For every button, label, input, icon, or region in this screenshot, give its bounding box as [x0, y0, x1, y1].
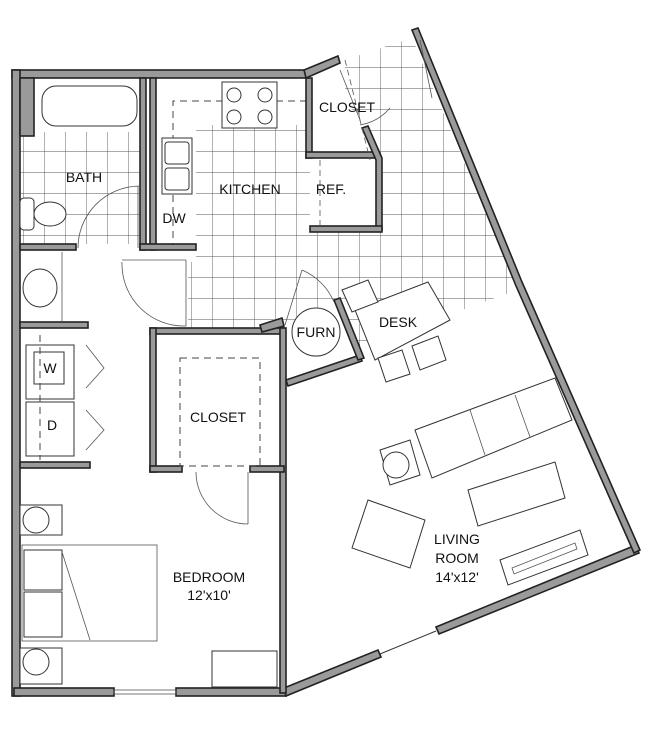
kitchen-door	[121, 259, 187, 327]
bathtub	[41, 85, 138, 127]
label-living-size: 14'x12'	[435, 569, 479, 585]
interior-walls	[19, 77, 383, 694]
kitchen-tile-floor	[188, 38, 518, 360]
exterior-walls	[11, 27, 642, 698]
label-living-room: ROOM	[435, 550, 479, 566]
bedroom-window	[113, 689, 177, 695]
dryer	[25, 401, 75, 457]
label-kitchen: KITCHEN	[219, 181, 280, 197]
sofa	[414, 377, 573, 479]
label-dw: DW	[162, 210, 186, 226]
label-desk: DESK	[379, 314, 418, 330]
closet-shelf	[179, 357, 261, 467]
label-bedroom: BEDROOM	[173, 569, 245, 585]
living-window	[379, 630, 437, 655]
desk-chair	[341, 279, 379, 313]
furnace-door	[284, 269, 335, 326]
label-living: LIVING	[434, 531, 480, 547]
label-bedroom-size: 12'x10'	[187, 587, 231, 603]
armchair	[351, 499, 426, 569]
label-closet-kitchen: CLOSET	[319, 99, 375, 115]
closet-door	[339, 69, 391, 126]
desk	[354, 281, 451, 361]
coffee-table	[467, 461, 566, 527]
laundry-doors	[85, 344, 105, 451]
label-furn: FURN	[297, 324, 336, 340]
sink	[22, 268, 58, 308]
toilet	[33, 201, 67, 227]
label-dryer: D	[47, 417, 57, 433]
bedroom-closet-door	[195, 471, 249, 525]
label-washer: W	[43, 360, 57, 376]
dresser	[211, 650, 278, 688]
label-ref: REF.	[316, 181, 346, 197]
label-bath: BATH	[66, 169, 102, 185]
label-closet-bedroom: CLOSET	[190, 409, 246, 425]
bed	[21, 544, 158, 642]
furnace	[291, 307, 341, 357]
bath-door	[77, 185, 141, 249]
